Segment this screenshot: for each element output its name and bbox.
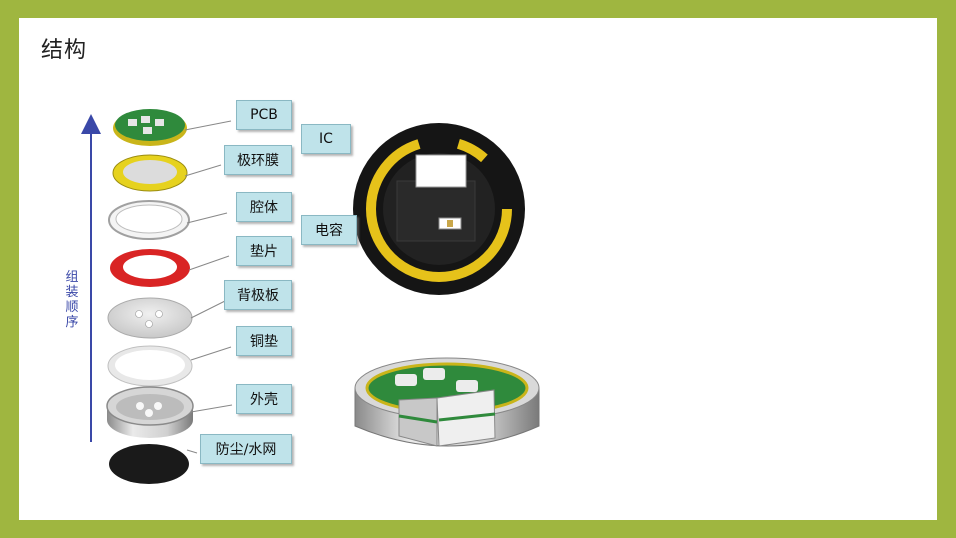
slide: 结构 — [19, 18, 937, 520]
outer-shell-part — [106, 386, 194, 438]
label-pcb: PCB — [236, 100, 292, 130]
microphone-structure-diagram — [81, 109, 540, 484]
label-back-plate: 背极板 — [224, 280, 292, 310]
dust-water-mesh-part — [109, 444, 189, 484]
label-capacitor: 电容 — [301, 215, 357, 245]
pcb-layer-part — [113, 109, 187, 146]
label-copper-shim: 铜垫 — [236, 326, 292, 356]
label-dust-water-mesh: 防尘/水网 — [200, 434, 292, 464]
label-ic: IC — [301, 124, 351, 154]
top-view-part — [353, 123, 525, 295]
label-cavity: 腔体 — [236, 192, 292, 222]
cavity-ring-part — [108, 200, 190, 240]
gasket-ring-part — [110, 249, 190, 287]
slide-title: 结构 — [41, 38, 88, 63]
label-polar-ring-membrane: 极环膜 — [224, 145, 292, 175]
cutaway-view-part — [354, 357, 540, 447]
label-outer-shell: 外壳 — [236, 384, 292, 414]
assembly-order-label: 组装顺序 — [65, 270, 79, 330]
copper-shim-part — [107, 345, 193, 387]
ic-chip-part — [415, 154, 467, 188]
label-gasket: 垫片 — [236, 236, 292, 266]
back-plate-part — [107, 297, 193, 339]
polar-ring-membrane-part — [112, 154, 188, 192]
